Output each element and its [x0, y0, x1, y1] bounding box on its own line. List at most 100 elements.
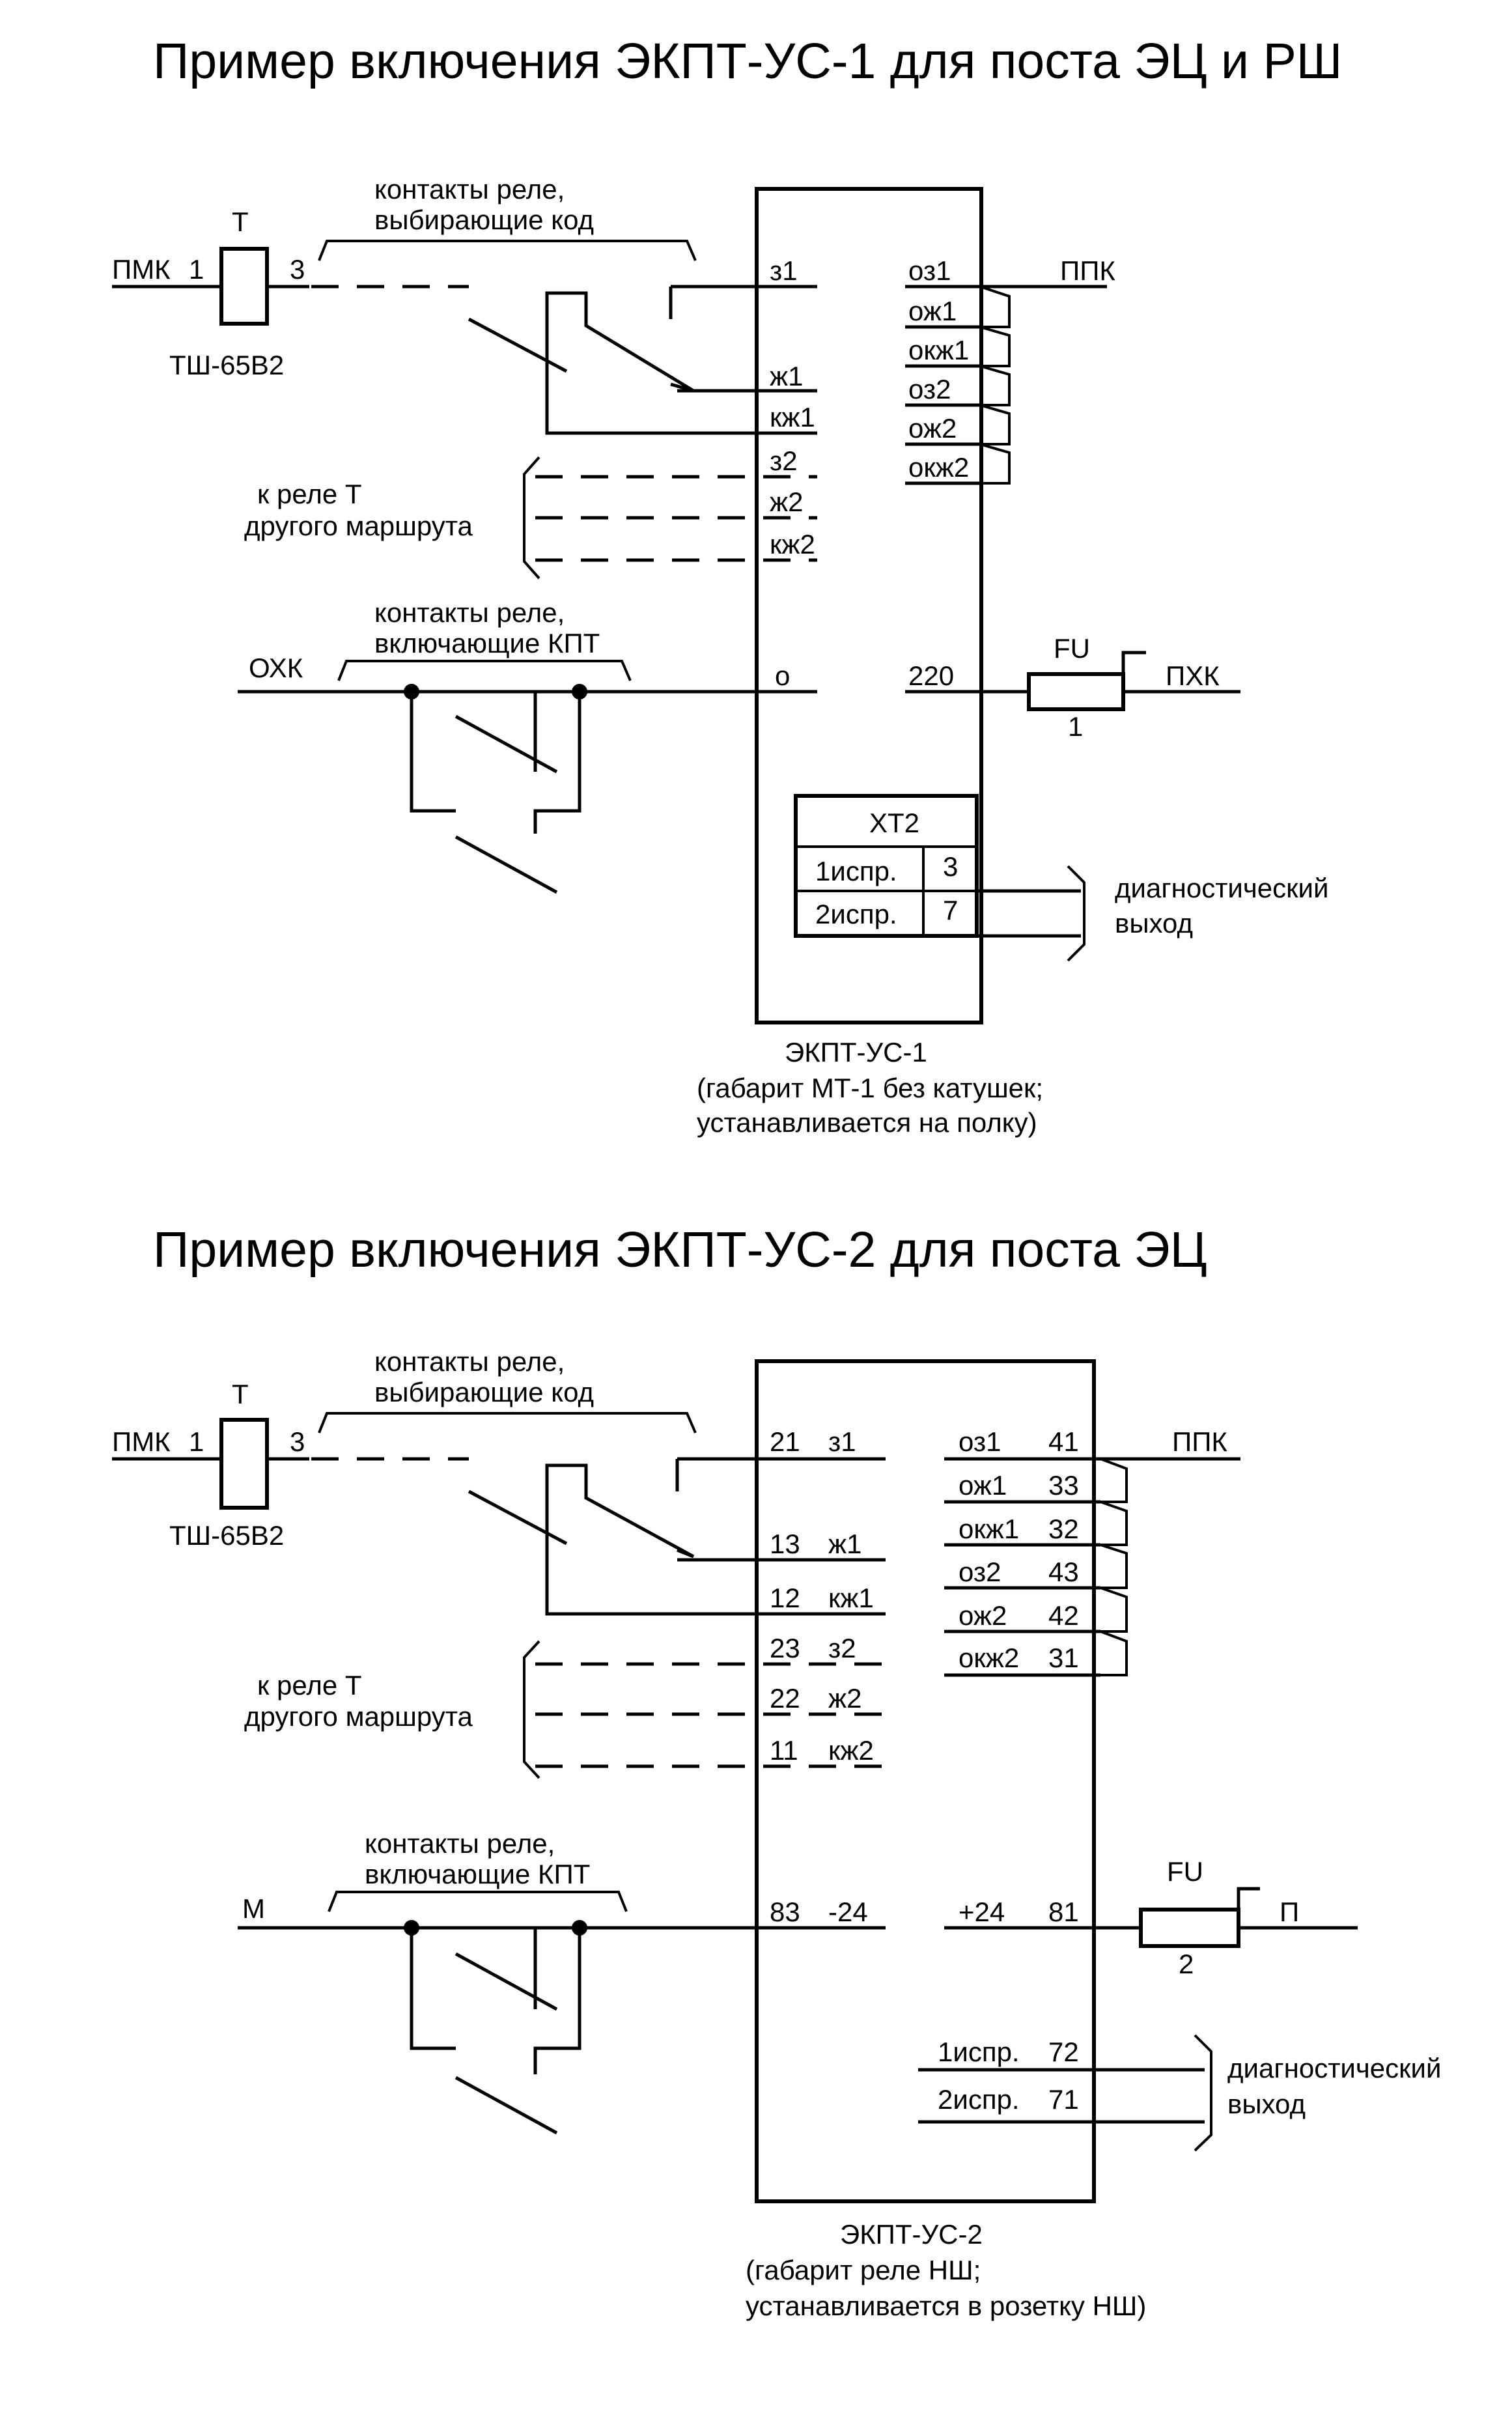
relay-t-2-label: Т: [232, 1379, 249, 1409]
fuse-2-label: FU: [1167, 1856, 1203, 1887]
kpt-contacts-2-bracket: [328, 1891, 628, 1912]
pin-oz2-1: оз2: [908, 374, 951, 404]
pin-32-name: окж1: [959, 1514, 1019, 1544]
code-contact-blade-b-2: [545, 1463, 695, 1559]
pin-81-num: 81: [1048, 1897, 1079, 1927]
relay-t-1-model: ТШ-65В2: [169, 350, 284, 380]
fuse-2: [1139, 1908, 1240, 1948]
wire-kzh1-1: [545, 355, 817, 435]
relay-t-2-pin-3: 3: [290, 1426, 305, 1457]
kpt-right-drop-1: [533, 692, 581, 834]
kpt-blade-b-2: [455, 2076, 558, 2135]
kpt-blade-b-1: [455, 835, 558, 894]
pin-31-num: 31: [1048, 1643, 1079, 1673]
pin-13-name: ж1: [828, 1529, 861, 1559]
device-ekpt-us-1-box: [755, 187, 983, 1024]
device-ekpt-us-1: з1 ж1 кж1 з2 ж2 кж2 о оз1 ож1 окж1 оз2 о…: [697, 187, 1328, 1138]
kpt-contacts-1-label-line2: включающие КПТ: [374, 628, 600, 658]
kpt-contacts-1: контакты реле, включающие КПТ ОХК: [238, 597, 817, 894]
pin-12-name: кж1: [828, 1583, 874, 1613]
pin-42-name: ож2: [959, 1600, 1007, 1631]
pin-11-num: 11: [770, 1735, 798, 1766]
code-contacts-2-label-line2: выбирающие код: [374, 1377, 594, 1407]
device-2-note-line2: устанавливается в розетку НШ): [746, 2291, 1146, 2321]
other-route-2-brace: [523, 1640, 540, 1779]
device-1-note-line2: устанавливается на полку): [697, 1107, 1037, 1138]
diag-pin-72-num: 72: [1048, 2037, 1079, 2067]
pin-oz1-1: оз1: [908, 255, 951, 286]
kpt-contacts-1-label-line1: контакты реле,: [374, 597, 565, 628]
diagram-1: Пример включения ЭКПТ-УС-1 для поста ЭЦ …: [112, 33, 1342, 1138]
relay-t-1-label: Т: [232, 206, 249, 237]
wire-kzh1-2: [545, 1527, 886, 1616]
other-route-1: к реле Т другого маршрута: [244, 456, 817, 580]
pin-41-name: оз1: [959, 1426, 1001, 1457]
code-contacts-2: контакты реле, выбирающие код: [311, 1346, 886, 1616]
relay-t-1-coil: [219, 247, 269, 326]
pin-21-num: 21: [770, 1426, 800, 1457]
pin-12-num: 12: [770, 1583, 800, 1613]
ppk-label-1: ППК: [1060, 255, 1115, 286]
code-contact-blade-a-1: [468, 317, 568, 373]
pin-ozh2-1: ож2: [908, 413, 957, 444]
pmk-label-1: ПМК: [112, 254, 171, 285]
device-2-name: ЭКПТ-УС-2: [840, 2219, 983, 2250]
diag-label-2-line2: выход: [1227, 2089, 1306, 2119]
device-1-note-line1: (габарит МТ-1 без катушек;: [697, 1073, 1043, 1103]
pin-41-num: 41: [1048, 1426, 1079, 1457]
ppk-label-2: ППК: [1172, 1426, 1227, 1457]
fuse-1-label: FU: [1054, 633, 1090, 664]
pin-22-name: ж2: [828, 1683, 861, 1714]
fuse-1-number: 1: [1068, 711, 1083, 742]
diag-label-2-line1: диагностический: [1227, 2053, 1441, 2083]
diagram-1-title: Пример включения ЭКПТ-УС-1 для поста ЭЦ …: [153, 33, 1342, 89]
other-route-2: к реле Т другого маршрута: [244, 1640, 886, 1779]
kpt-right-drop-2: [533, 1928, 581, 2074]
code-contacts-1: контакты реле, выбирающие код: [311, 174, 817, 435]
relay-t-1: Т ТШ-65В2 1 3 ПМК: [112, 206, 309, 380]
pin-23-num: 23: [770, 1633, 800, 1663]
kpt-left-drop-1: [410, 692, 456, 813]
pin-81-name: +24: [959, 1897, 1005, 1927]
other-route-1-label-line2: другого маршрута: [244, 511, 473, 541]
diag-pin-71-num: 71: [1048, 2084, 1079, 2115]
pmk-label-2: ПМК: [112, 1426, 171, 1457]
jumper-links-1: [979, 285, 1011, 485]
fuse-2-flag: [1237, 1887, 1260, 1910]
code-contacts-1-label-line1: контакты реле,: [374, 174, 565, 205]
code-contacts-1-bracket: [318, 240, 697, 261]
pin-kzh1-1: кж1: [770, 402, 815, 432]
pin-ozh1-1: ож1: [908, 296, 957, 326]
p-label-2: П: [1280, 1897, 1299, 1927]
pin-21-name: з1: [828, 1426, 856, 1457]
diagram-2: Пример включения ЭКПТ-УС-2 для поста ЭЦ …: [112, 1222, 1441, 2321]
m-label-2: М: [242, 1893, 265, 1924]
fuse-2-number: 2: [1179, 1949, 1194, 1979]
diag-pin-71-label: 2испр.: [938, 2084, 1020, 2115]
fuse-1: [1027, 672, 1125, 711]
other-route-2-label-line2: другого маршрута: [244, 1701, 473, 1732]
pin-31-name: окж2: [959, 1643, 1019, 1673]
pin-33-name: ож1: [959, 1470, 1007, 1501]
kpt-contacts-1-bracket: [337, 660, 632, 681]
diag-brace-2: [1194, 2034, 1212, 2152]
pin-23-name: з2: [828, 1633, 856, 1663]
diagram-2-title: Пример включения ЭКПТ-УС-2 для поста ЭЦ: [153, 1222, 1207, 1278]
diag-label-1-line2: выход: [1115, 908, 1193, 938]
code-contacts-2-bracket: [318, 1412, 697, 1433]
connector-row-1-label: 1испр.: [815, 856, 897, 886]
relay-t-2-coil: [219, 1418, 269, 1510]
kpt-contacts-2-label-line1: контакты реле,: [365, 1828, 555, 1859]
relay-t-2-pin-1: 1: [189, 1426, 204, 1457]
connector-row-2-label: 2испр.: [815, 899, 897, 929]
pin-okzh2-1: окж2: [908, 452, 969, 483]
pin-83-num: 83: [770, 1897, 800, 1927]
kpt-blade-a-1: [455, 714, 558, 774]
pin-33-num: 33: [1048, 1470, 1079, 1501]
fuse-1-flag: [1121, 651, 1146, 674]
pin-83-name: -24: [828, 1897, 868, 1927]
pin-kzh2-1: кж2: [770, 529, 815, 559]
pin-32-num: 32: [1048, 1514, 1079, 1544]
okh-label-1: ОХК: [249, 653, 303, 683]
